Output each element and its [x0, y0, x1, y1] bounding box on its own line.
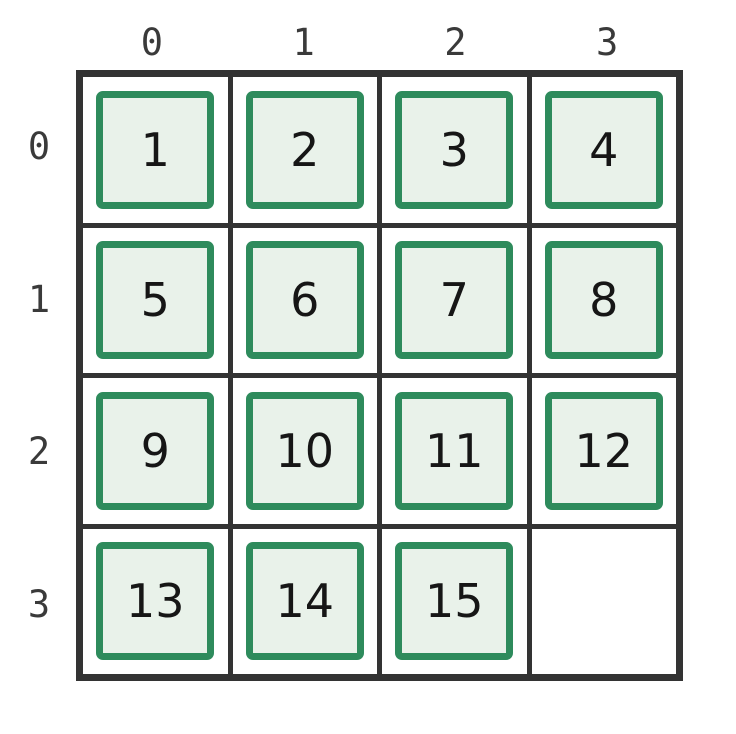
- row-label-column: 0 1 2 3: [6, 70, 72, 681]
- tile-13[interactable]: 13: [96, 542, 215, 661]
- column-label-row: 0 1 2 3: [76, 14, 683, 70]
- tile-5[interactable]: 5: [96, 241, 215, 360]
- tile-14[interactable]: 14: [245, 542, 364, 661]
- cell-1-2[interactable]: 7: [382, 227, 527, 373]
- cell-3-3-empty[interactable]: [531, 528, 676, 674]
- puzzle-grid: 1 2 3 4 5 6 7 8 9 10 11: [76, 70, 683, 681]
- cell-3-2[interactable]: 15: [382, 528, 527, 674]
- cell-0-2[interactable]: 3: [382, 77, 527, 223]
- cell-2-0[interactable]: 9: [83, 378, 228, 524]
- tile-2[interactable]: 2: [245, 90, 364, 209]
- tile-4[interactable]: 4: [544, 90, 663, 209]
- cell-0-0[interactable]: 1: [83, 77, 228, 223]
- tile-6[interactable]: 6: [245, 241, 364, 360]
- row-label-3: 3: [27, 583, 51, 627]
- cell-2-3[interactable]: 12: [531, 378, 676, 524]
- tile-8[interactable]: 8: [544, 241, 663, 360]
- row-label-2: 2: [27, 430, 51, 474]
- column-label-1: 1: [292, 20, 315, 64]
- cell-0-3[interactable]: 4: [531, 77, 676, 223]
- cell-0-1[interactable]: 2: [232, 77, 377, 223]
- column-label-0: 0: [140, 20, 164, 64]
- cell-3-1[interactable]: 14: [232, 528, 377, 674]
- column-label-3: 3: [595, 20, 619, 64]
- cell-1-3[interactable]: 8: [531, 227, 676, 373]
- row-label-1: 1: [27, 277, 51, 321]
- row-label-0: 0: [27, 124, 51, 168]
- tile-1[interactable]: 1: [96, 90, 215, 209]
- tile-12[interactable]: 12: [544, 391, 663, 510]
- cell-2-1[interactable]: 10: [232, 378, 377, 524]
- cell-1-1[interactable]: 6: [232, 227, 377, 373]
- column-label-2: 2: [444, 20, 467, 64]
- tile-15[interactable]: 15: [395, 542, 514, 661]
- tile-3[interactable]: 3: [395, 90, 514, 209]
- tile-11[interactable]: 11: [395, 391, 514, 510]
- cell-1-0[interactable]: 5: [83, 227, 228, 373]
- tile-10[interactable]: 10: [245, 391, 364, 510]
- tile-7[interactable]: 7: [395, 241, 514, 360]
- cell-2-2[interactable]: 11: [382, 378, 527, 524]
- tile-9[interactable]: 9: [96, 391, 215, 510]
- cell-3-0[interactable]: 13: [83, 528, 228, 674]
